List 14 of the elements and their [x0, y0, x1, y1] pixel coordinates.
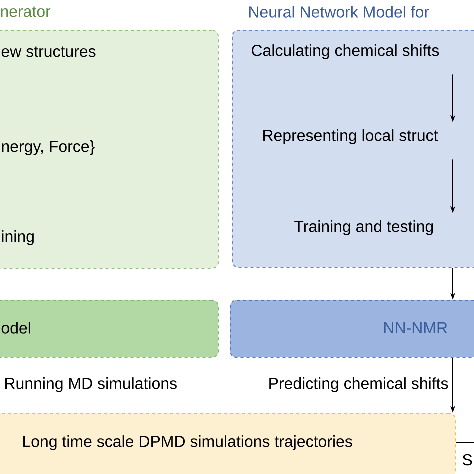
- box-text: odel: [2, 322, 30, 334]
- step-text: ew structures: [2, 46, 96, 58]
- step-text: S: [462, 454, 472, 466]
- edge-label: Predicting chemical shifts: [270, 378, 448, 392]
- step-text: Training and testing: [294, 220, 434, 236]
- panel-title: Neural Network Model for: [250, 6, 430, 18]
- step-label: Running MD simulations: [6, 378, 177, 392]
- step-text: ining: [2, 230, 34, 246]
- box-text: Long time scale DPMD simulations trajectories: [24, 436, 352, 450]
- step-text: Representing local struct: [264, 130, 438, 144]
- panel-title: nerator: [1, 6, 51, 18]
- box-text: NN-NMR: [384, 322, 448, 334]
- step-text: nergy, Force}: [2, 140, 95, 156]
- step-text: Calculating chemical shifts: [252, 44, 440, 60]
